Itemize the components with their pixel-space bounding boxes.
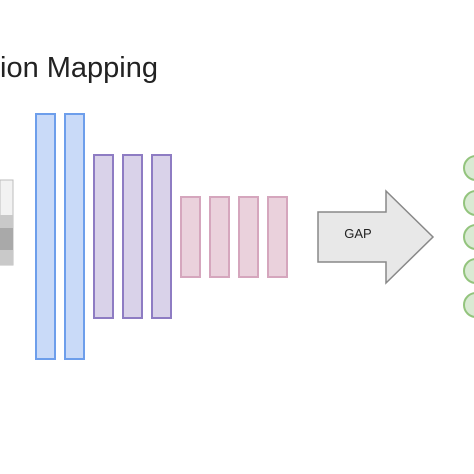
output-node-4 [463,258,474,284]
input-image [0,179,14,266]
feature-map-pink-1 [180,196,201,278]
conv-layer-purple-2 [122,154,143,319]
conv-layer-blue-1 [35,113,56,360]
output-node-1 [463,155,474,181]
diagram-title: ion Mapping [0,52,158,84]
feature-map-pink-3 [238,196,259,278]
conv-layer-purple-1 [93,154,114,319]
output-node-5 [463,292,474,318]
conv-layer-blue-2 [64,113,85,360]
output-node-3 [463,224,474,250]
feature-map-pink-2 [209,196,230,278]
gap-arrow [317,189,435,285]
gap-arrow-label: GAP [344,226,372,241]
feature-map-pink-4 [267,196,288,278]
conv-layer-purple-3 [151,154,172,319]
output-node-2 [463,190,474,216]
